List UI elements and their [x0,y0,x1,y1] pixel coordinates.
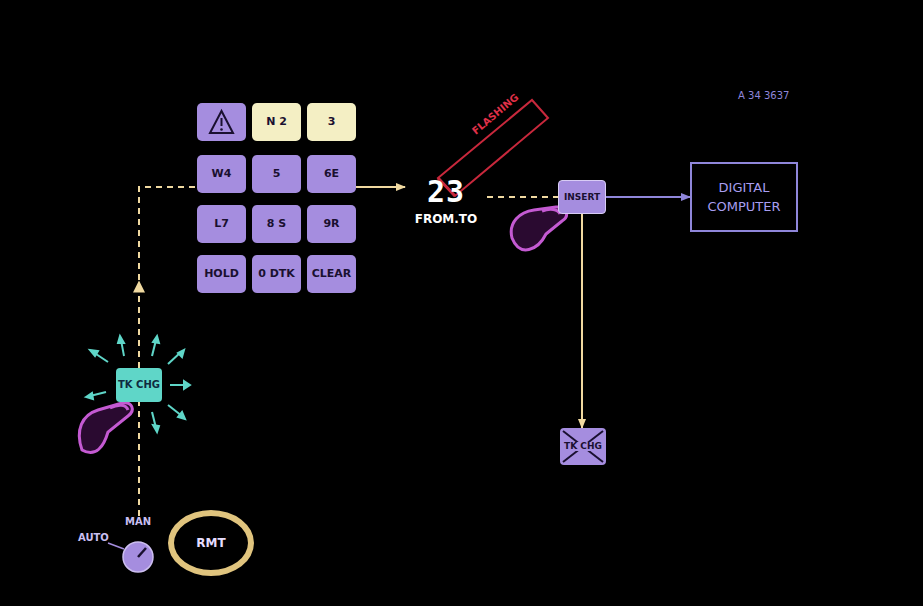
auto-tick [108,543,124,549]
knob-pointer [138,548,146,557]
track-change-button: TK CHG [116,368,162,402]
pressing-finger [79,403,132,453]
node-text: CLEAR [312,268,352,280]
keypad-key: CLEAR [307,255,356,293]
node-text: MAN [125,516,151,527]
connector [487,197,558,198]
flashing-note: FLASHING [470,91,521,136]
keypad-key: W4 [197,155,246,193]
insert-button: INSERT [558,180,606,214]
display-digits: 23 [427,176,465,208]
node-text: TK CHG [118,380,160,391]
keypad-key: 5 [252,155,301,193]
node-text: INSERT [564,192,600,202]
keypad-key: 3 [307,103,356,141]
node-text: 3 [328,116,336,128]
display-caption: FROM.TO [415,212,478,226]
keypad-key: 0 DTK [252,255,301,293]
connector [582,214,583,428]
flashing-display: 23FROM.TO [405,176,487,236]
keypad-key: HOLD [197,255,246,293]
node-text: 9R [323,218,339,230]
connector [356,187,405,188]
node-text: DIGITAL COMPUTER [698,178,790,217]
remote-ring: RMT [168,510,254,576]
warning-mark [221,118,223,126]
node-text: W4 [212,168,232,180]
computer-box: DIGITAL COMPUTER [690,162,798,232]
keypad-key: 6E [307,155,356,193]
connector [133,187,197,368]
node-text: 0 DTK [258,268,295,280]
node-text: 8 S [267,218,286,230]
connector [139,402,140,516]
switch-position: AUTO [78,532,109,543]
keypad-key: 9R [307,205,356,243]
warning-dot [220,128,223,131]
node-text: 6E [324,168,339,180]
node-text: RMT [196,536,225,550]
node-text: HOLD [204,268,239,280]
node-text: 5 [273,168,281,180]
warning-key [197,103,246,141]
node-text: N 2 [266,116,287,128]
keypad-key: L7 [197,205,246,243]
warning-triangle [210,111,233,133]
selector-knob [123,542,153,572]
track-change-off-button: TK CHG [560,428,606,465]
mode-switch: MAN [120,516,156,572]
node-text: TK CHG [563,442,603,451]
figure-number: A 34 3637 [738,90,789,101]
pressing-finger [511,207,566,250]
node-text: L7 [214,218,229,230]
keypad-key: N 2 [252,103,301,141]
keypad-key: 8 S [252,205,301,243]
connector [606,197,690,198]
